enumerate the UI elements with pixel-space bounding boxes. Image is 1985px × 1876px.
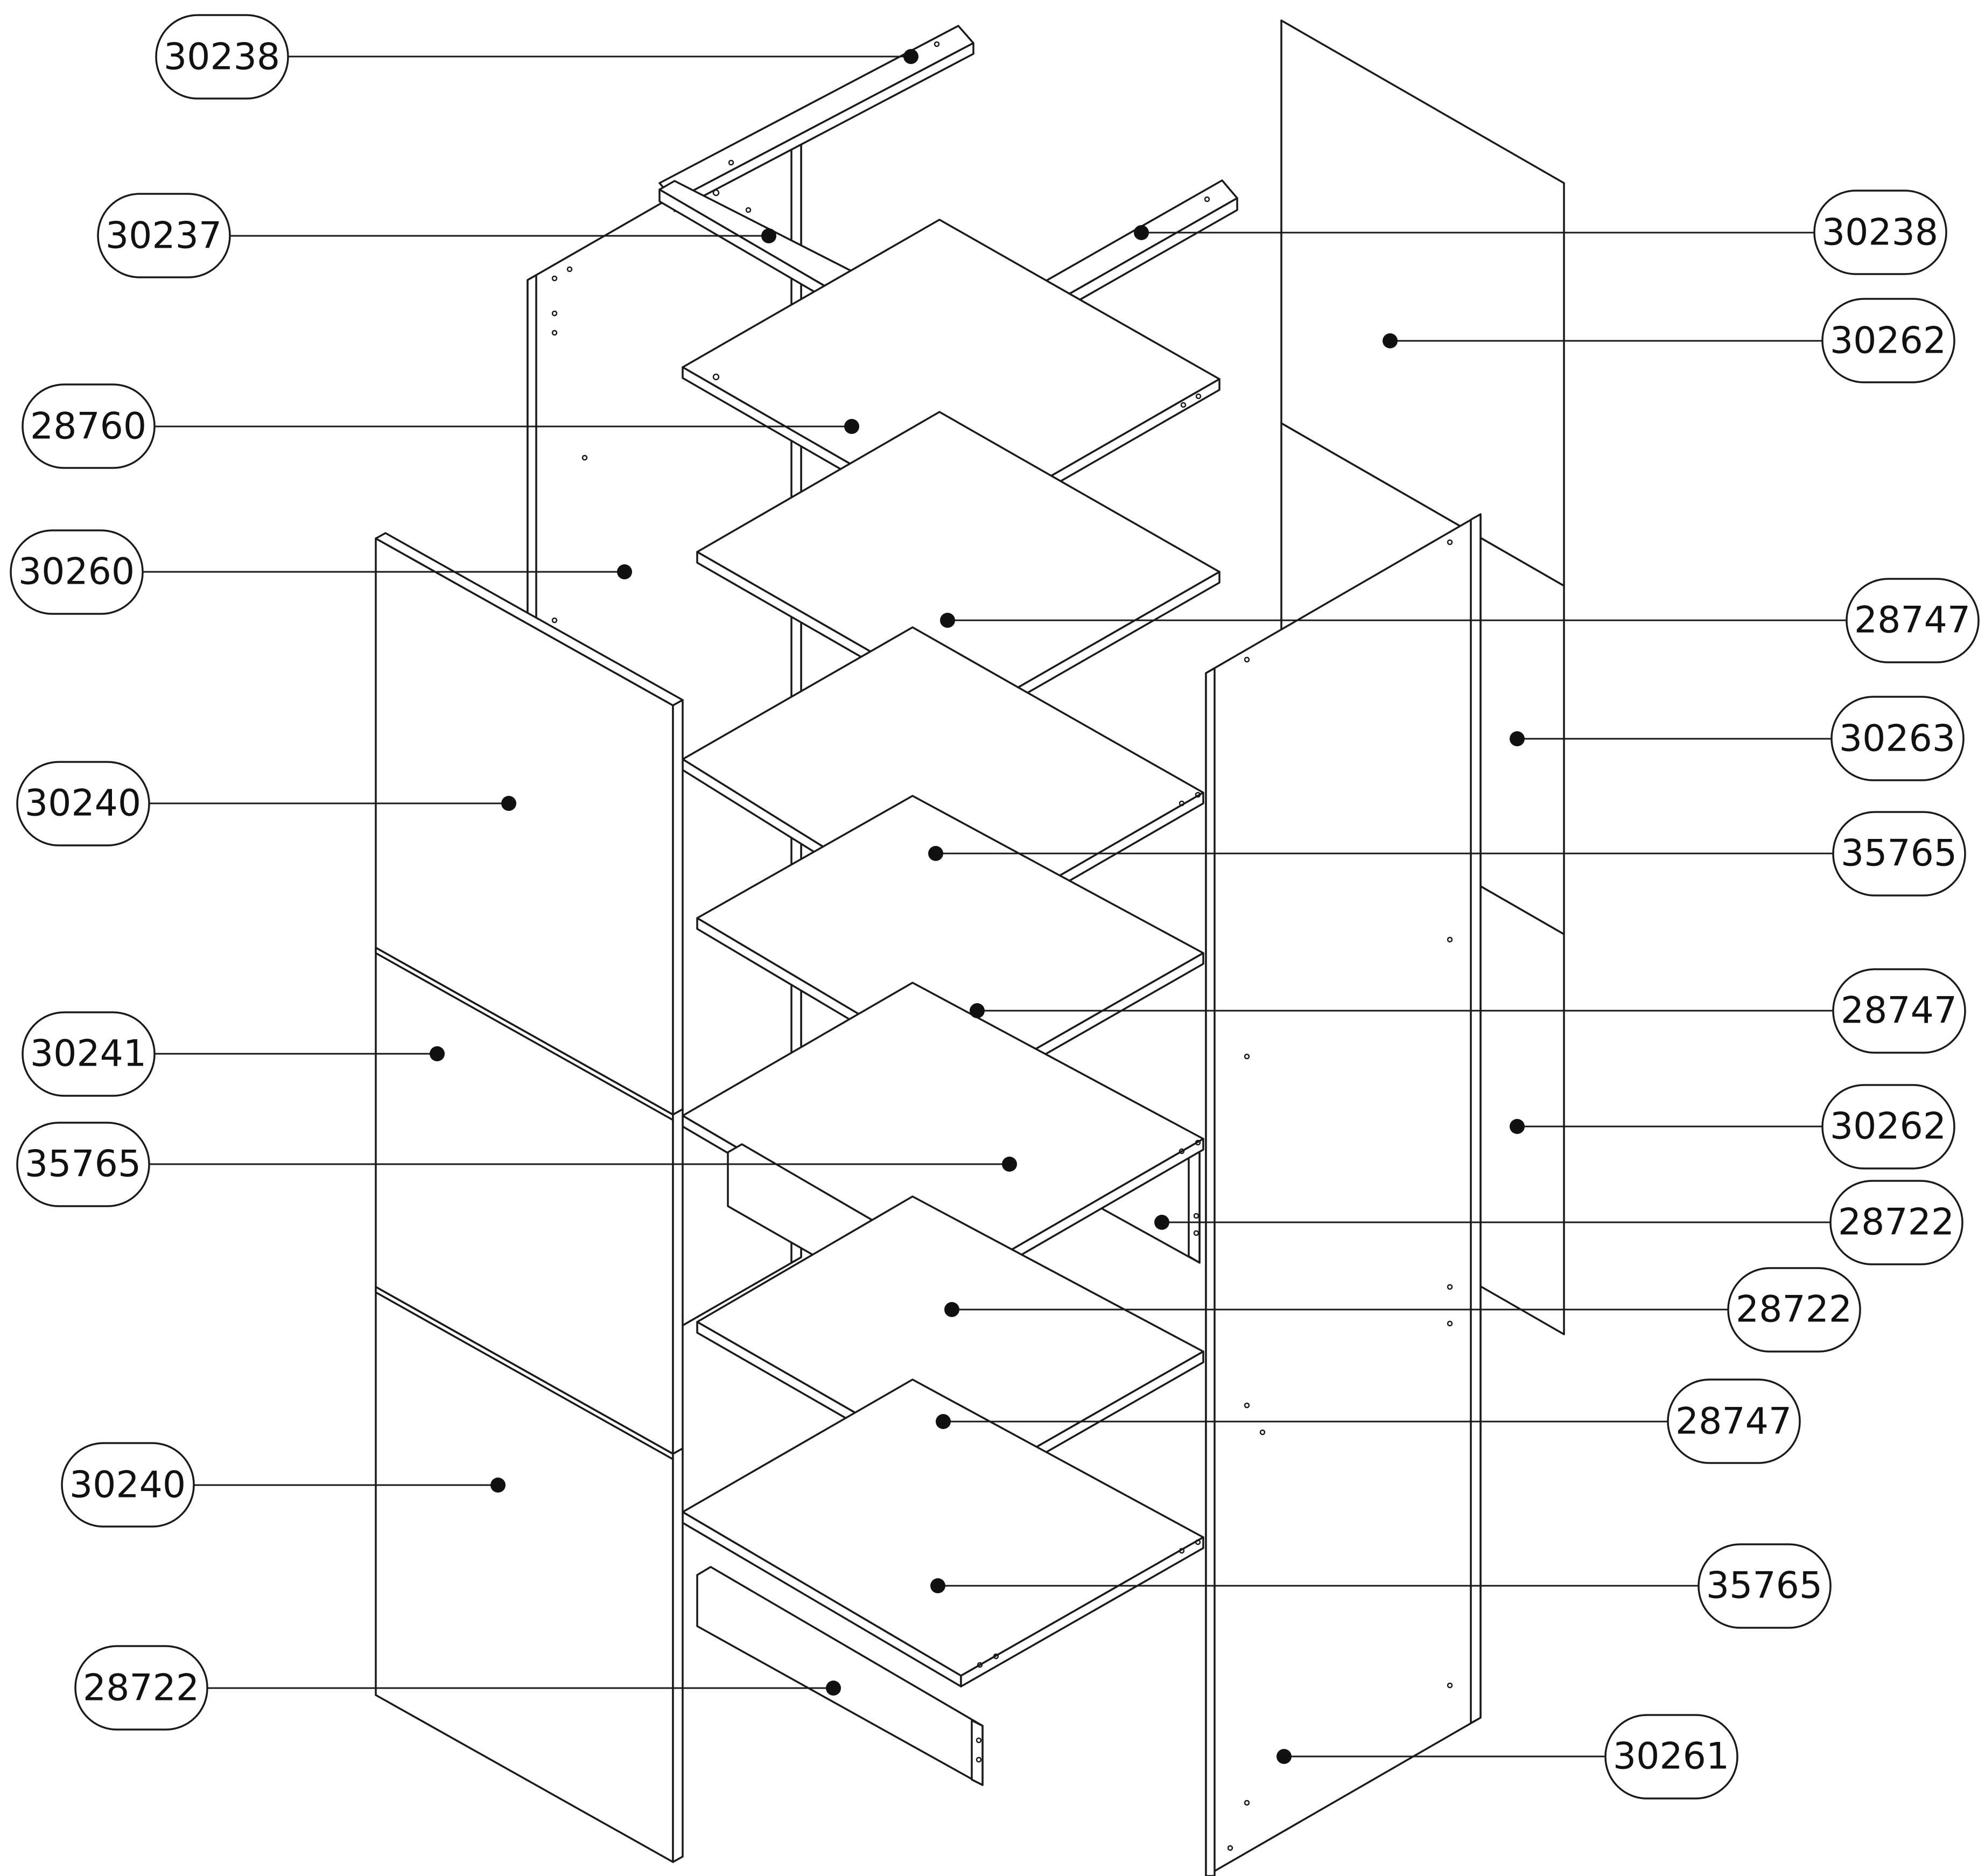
left-front-panel-upper bbox=[375, 532, 684, 1116]
callout-30241[interactable]: 30241 bbox=[22, 1011, 445, 1097]
plinth-front bbox=[696, 1566, 984, 1786]
callout-35765-right-upper[interactable]: 35765 bbox=[928, 811, 1966, 897]
right-side-panel bbox=[1205, 513, 1482, 1876]
callout-30237[interactable]: 30237 bbox=[97, 193, 776, 278]
callout-28722-right-lower[interactable]: 28722 bbox=[944, 1267, 1861, 1353]
callout-30238-top-left[interactable]: 30238 bbox=[155, 14, 918, 100]
svg-text:30241: 30241 bbox=[30, 1033, 146, 1075]
svg-text:28722: 28722 bbox=[83, 1667, 199, 1710]
callout-30262-lower[interactable]: 30262 bbox=[1510, 1084, 1955, 1170]
svg-text:30240: 30240 bbox=[69, 1464, 186, 1507]
callout-30240-upper[interactable]: 30240 bbox=[16, 761, 516, 846]
svg-text:30238: 30238 bbox=[164, 36, 280, 79]
callout-28747-middle[interactable]: 28747 bbox=[970, 968, 1966, 1054]
left-front-panel-middle bbox=[375, 947, 684, 1455]
svg-text:30261: 30261 bbox=[1613, 1735, 1729, 1778]
callout-30260[interactable]: 30260 bbox=[10, 529, 632, 615]
svg-text:28747: 28747 bbox=[1841, 990, 1957, 1032]
callout-30240-lower[interactable]: 30240 bbox=[61, 1442, 506, 1528]
callout-28747-lower[interactable]: 28747 bbox=[936, 1378, 1801, 1464]
svg-text:28760: 28760 bbox=[30, 405, 146, 448]
svg-text:30240: 30240 bbox=[25, 782, 141, 825]
callout-28747-top[interactable]: 28747 bbox=[940, 578, 1980, 663]
svg-text:30238: 30238 bbox=[1822, 212, 1938, 254]
svg-text:35765: 35765 bbox=[1706, 1565, 1822, 1607]
svg-text:28722: 28722 bbox=[1736, 1289, 1852, 1331]
callout-30261[interactable]: 30261 bbox=[1276, 1714, 1738, 1800]
svg-text:28747: 28747 bbox=[1675, 1401, 1792, 1443]
callout-28722-left[interactable]: 28722 bbox=[74, 1645, 841, 1731]
callout-30262-upper[interactable]: 30262 bbox=[1383, 298, 1955, 383]
svg-text:35765: 35765 bbox=[1841, 832, 1957, 875]
top-rail-rear bbox=[658, 25, 974, 212]
callout-28760[interactable]: 28760 bbox=[22, 383, 859, 469]
callout-30263[interactable]: 30263 bbox=[1510, 696, 1965, 781]
bottom-shelf bbox=[682, 1378, 1204, 1688]
callout-30238-right[interactable]: 30238 bbox=[1134, 190, 1947, 275]
callout-35765-right-lower[interactable]: 35765 bbox=[930, 1543, 1832, 1629]
svg-text:28722: 28722 bbox=[1838, 1201, 1954, 1244]
svg-text:30263: 30263 bbox=[1839, 718, 1955, 760]
svg-text:30260: 30260 bbox=[18, 551, 135, 593]
svg-text:30237: 30237 bbox=[106, 215, 222, 257]
callout-28722-right-upper[interactable]: 28722 bbox=[1154, 1180, 1963, 1265]
left-front-panel-lower bbox=[375, 1286, 684, 1863]
shelf-2 bbox=[696, 411, 1221, 724]
svg-text:30262: 30262 bbox=[1830, 1105, 1946, 1148]
svg-text:35765: 35765 bbox=[25, 1143, 141, 1186]
callout-35765-left[interactable]: 35765 bbox=[16, 1122, 1017, 1207]
svg-text:28747: 28747 bbox=[1854, 599, 1970, 642]
svg-text:30262: 30262 bbox=[1830, 320, 1946, 362]
callouts: 30238 30237 28760 30260 30240 bbox=[10, 14, 1980, 1800]
